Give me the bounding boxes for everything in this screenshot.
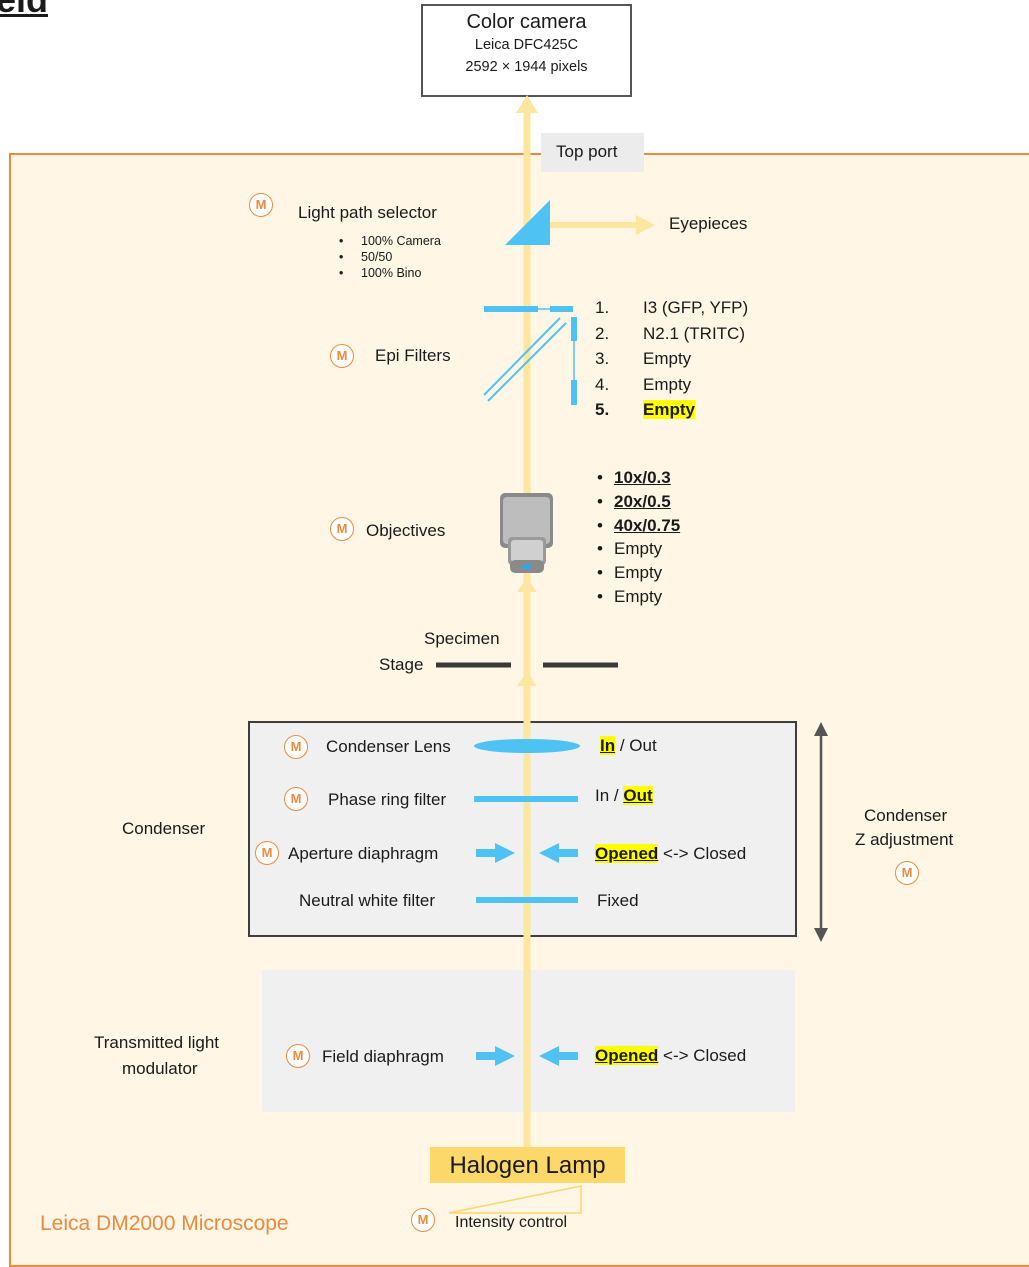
aperture-label: Aperture diaphragm xyxy=(288,844,439,863)
condenser-label: Condenser xyxy=(122,819,206,838)
light-path-label: Light path selector xyxy=(298,203,437,222)
motor-icon[interactable]: M xyxy=(249,193,273,217)
epi-filters-label: Epi Filters xyxy=(375,346,451,365)
prism xyxy=(505,200,550,245)
eyepiece-arrowhead xyxy=(636,215,655,235)
microscope-label: Leica DM2000 Microscope xyxy=(40,1212,289,1235)
field-arrow-right xyxy=(539,1046,559,1066)
list-item: •20x/0.5 xyxy=(597,491,671,511)
condenser-lens-state: In / Out xyxy=(600,736,657,755)
top-port-label: Top port xyxy=(556,142,618,161)
list-item: •100% Camera xyxy=(339,234,441,248)
camera-resolution: 2592 × 1944 pixels xyxy=(465,59,588,75)
motor-icon[interactable]: M xyxy=(284,735,308,759)
z-adjust-label-2: Z adjustment xyxy=(855,830,954,849)
list-item: •50/50 xyxy=(339,250,393,264)
camera-title: Color camera xyxy=(466,11,587,33)
objective-lens xyxy=(500,493,553,573)
motor-icon[interactable]: M xyxy=(330,344,354,368)
page-title: ield xyxy=(0,0,48,22)
motor-icon[interactable]: M xyxy=(330,517,354,541)
transmitted-label-1: Transmitted light xyxy=(94,1033,220,1052)
intensity-wedge xyxy=(448,1185,582,1214)
intensity-label: Intensity control xyxy=(455,1214,568,1231)
beam-arrowhead-top xyxy=(516,95,538,113)
z-adjust-label-1: Condenser xyxy=(864,806,948,825)
field-arrow-left xyxy=(495,1046,515,1066)
motor-icon[interactable]: M xyxy=(255,841,279,865)
transmitted-label-2: modulator xyxy=(122,1059,198,1078)
list-item: 4.Empty xyxy=(595,374,692,394)
dichroic-mirror-2 xyxy=(487,322,567,402)
objectives-label: Objectives xyxy=(366,521,446,540)
list-item: 1.I3 (GFP, YFP) xyxy=(595,298,749,317)
stage-label: Stage xyxy=(379,655,424,674)
list-item-selected: 5.Empty xyxy=(595,400,695,419)
epi-filters-list: 1.I3 (GFP, YFP) 2.N2.1 (TRITC) 3.Empty 4… xyxy=(595,295,748,423)
motor-icon[interactable]: M xyxy=(284,787,308,811)
camera-model: Leica DFC425C xyxy=(474,37,579,53)
aperture-state: Opened <-> Closed xyxy=(595,844,747,863)
condenser-lens xyxy=(474,739,580,753)
halogen-lamp xyxy=(430,1147,625,1183)
list-item: •Empty xyxy=(597,539,663,559)
list-item: •Empty xyxy=(597,586,663,606)
phase-ring-label: Phase ring filter xyxy=(328,790,447,809)
field-diaphragm-state: Opened <-> Closed xyxy=(595,1046,747,1065)
neutral-filter-label: Neutral white filter xyxy=(299,891,436,910)
beam-arrowhead-stage xyxy=(517,672,537,686)
objectives-list: •10x/0.3 •20x/0.5 •40x/0.75 •Empty •Empt… xyxy=(597,466,680,609)
camera-box: Color camera Leica DFC425C 2592 × 1944 p… xyxy=(421,4,632,97)
list-item: 3.Empty xyxy=(595,349,692,368)
top-port-box xyxy=(541,133,644,172)
list-item: 2.N2.1 (TRITC) xyxy=(595,323,745,343)
motor-icon[interactable]: M xyxy=(895,861,919,885)
eyepieces-label: Eyepieces xyxy=(669,214,748,233)
dichroic-mirror-1 xyxy=(483,317,561,396)
list-item: •40x/0.75 xyxy=(597,515,681,535)
list-item: •10x/0.3 xyxy=(597,468,671,487)
specimen-label: Specimen xyxy=(424,629,500,648)
aperture-arrow-right xyxy=(539,843,559,863)
neutral-filter-state: Fixed xyxy=(597,891,639,910)
halogen-lamp-label: Halogen Lamp xyxy=(449,1152,606,1179)
motor-icon[interactable]: M xyxy=(411,1208,435,1232)
phase-ring-state: In / Out xyxy=(595,786,653,805)
list-item: •Empty xyxy=(597,563,663,583)
light-path-options: •100% Camera •50/50 •100% Bino xyxy=(339,233,441,281)
motor-icon[interactable]: M xyxy=(286,1044,310,1068)
list-item: •100% Bino xyxy=(339,266,422,280)
aperture-arrow-left xyxy=(495,843,515,863)
beam-arrowhead-objective xyxy=(517,578,537,592)
condenser-lens-label: Condenser Lens xyxy=(326,737,451,756)
field-diaphragm-label: Field diaphragm xyxy=(322,1047,444,1066)
